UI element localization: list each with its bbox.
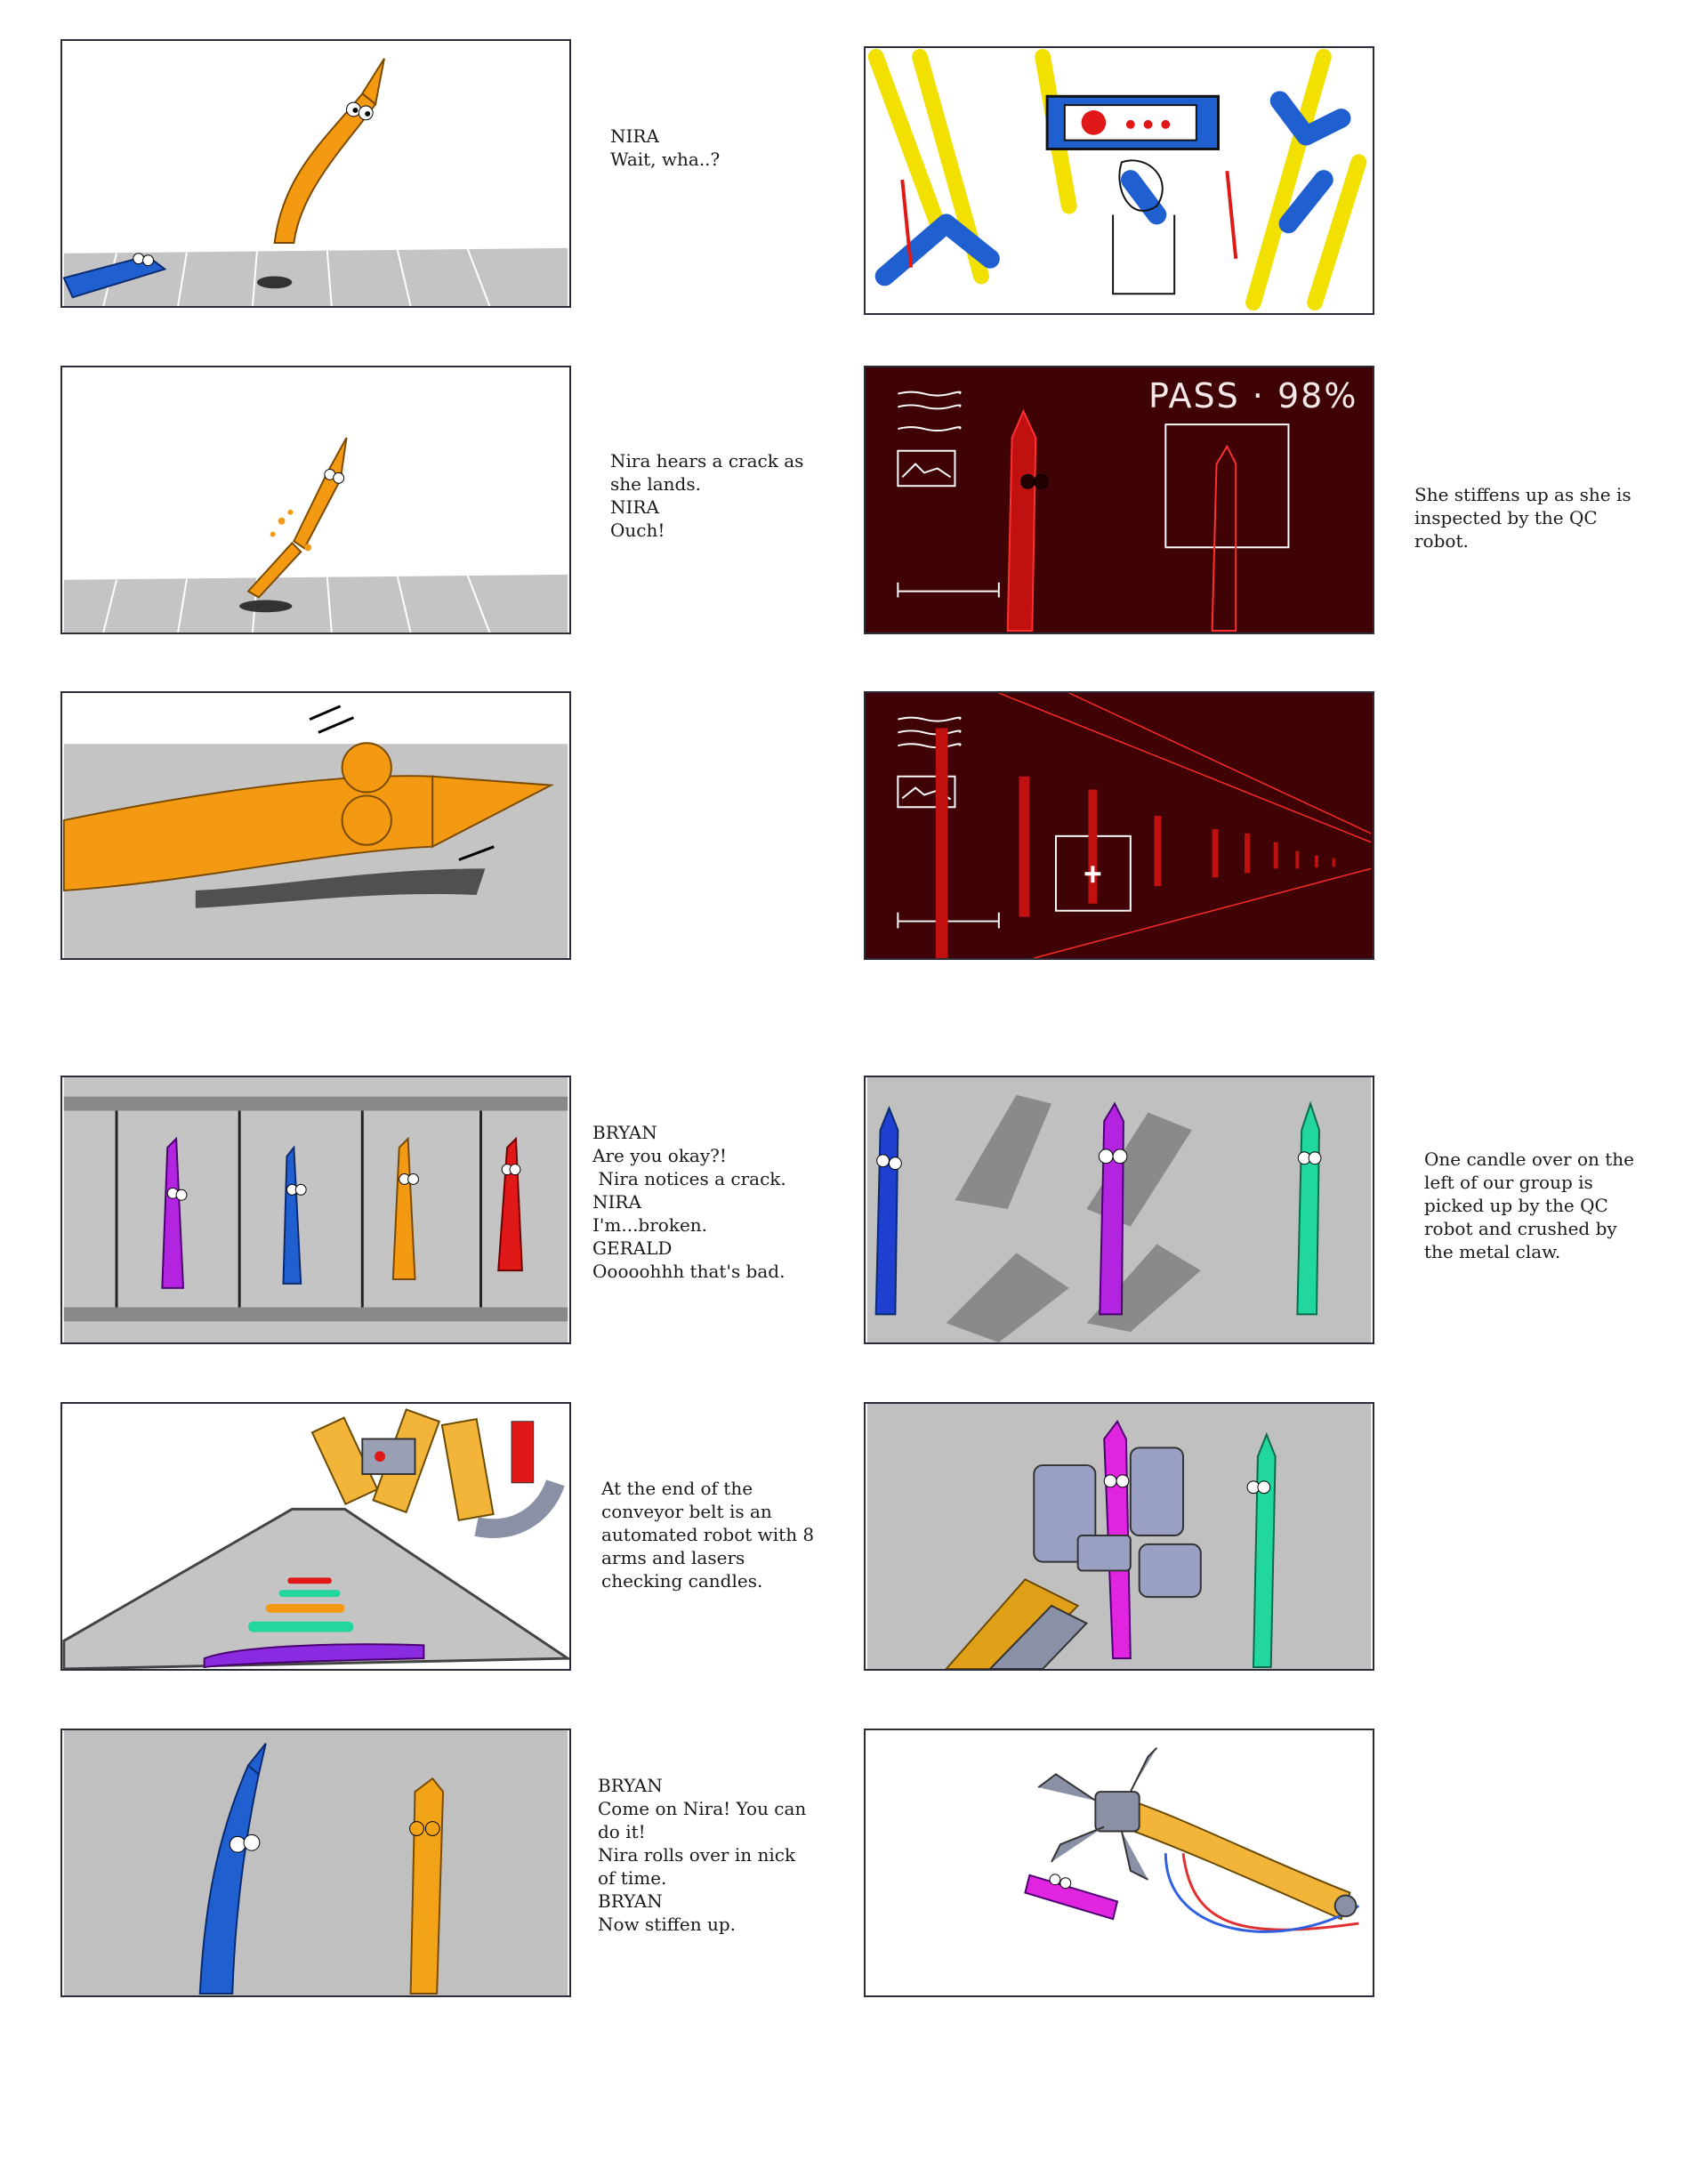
panel-r3-illustration [866,693,1372,958]
panel-r6-illustration [1024,1747,1360,1933]
caption-line: robot and crushed by [1424,1218,1617,1239]
storyboard-panel-r6 [864,1729,1374,1997]
caption-line: NIRA [610,496,659,518]
storyboard-panel-r4 [864,1076,1374,1344]
caption-line: arms and lasers [601,1547,745,1568]
caption-line: of time. [598,1867,667,1889]
caption-line: do it! [598,1821,646,1842]
caption-line: Come on Nira! You can [598,1798,807,1819]
caption-line: NIRA [610,125,659,147]
caption-line: GERALD [592,1237,673,1259]
storyboard-panel-r2: PASS · 98% [864,366,1374,634]
caption-panel-1: NIRA Wait, wha..? [610,125,720,171]
caption-line: Are you okay?! [592,1145,727,1166]
caption-line: Ooooohhh that's bad. [592,1261,786,1282]
caption-line: One candle over on the [1424,1148,1634,1170]
panel-4-illustration [63,1077,568,1342]
storyboard-panel-1 [60,39,571,308]
storyboard-panel-6 [60,1729,571,1997]
panel-1-illustration [62,58,568,306]
storyboard-panel-r3 [864,691,1374,960]
caption-line: I'm...broken. [592,1214,708,1236]
storyboard-panel-r5 [864,1402,1374,1671]
panel-5-illustration [62,1408,569,1669]
caption-line: BRYAN [592,1122,657,1143]
caption-line: conveyor belt is an [601,1501,772,1522]
storyboard-panel-r1 [864,46,1374,315]
storyboard-panel-3 [60,691,571,960]
caption-line: left of our group is [1424,1172,1593,1193]
caption-line: BRYAN [598,1890,663,1912]
caption-line: the metal claw. [1424,1241,1561,1262]
caption-line: At the end of the [601,1478,753,1499]
caption-line: Ouch! [610,520,665,541]
caption-panel-4: BRYAN Are you okay?! Nira notices a crac… [592,1121,786,1283]
panel-r5-illustration [866,1404,1372,1669]
caption-line: robot. [1414,530,1469,552]
caption-line: checking candles. [601,1570,763,1592]
caption-line: Now stiffen up. [598,1914,737,1935]
caption-panel-5: At the end of the conveyor belt is an au… [601,1477,814,1592]
caption-line: NIRA [592,1191,641,1213]
inspection-readout: PASS · 98% [1148,376,1358,415]
caption-line: Wait, wha..? [610,149,721,170]
panel-r1-illustration [867,48,1367,311]
caption-line: Nira notices a crack. [592,1168,786,1189]
caption-line: picked up by the QC [1424,1195,1608,1216]
caption-panel-r4: One candle over on the left of our group… [1424,1148,1634,1263]
caption-panel-6: BRYAN Come on Nira! You can do it! Nira … [598,1774,806,1936]
panel-2-illustration [63,437,568,633]
panel-r2-illustration [866,367,1372,633]
caption-line: inspected by the QC [1414,507,1598,528]
panel-6-illustration [63,1730,568,1995]
caption-panel-r2: She stiffens up as she is inspected by t… [1414,483,1631,552]
caption-line: Nira rolls over in nick [598,1844,796,1866]
caption-line: BRYAN [598,1775,663,1796]
caption-panel-2: Nira hears a crack as she lands. NIRA Ou… [610,449,803,542]
caption-line: automated robot with 8 [601,1524,815,1545]
panel-3-illustration [62,705,568,958]
storyboard-panel-4 [60,1076,571,1344]
storyboard-panel-5 [60,1402,571,1671]
panel-r4-illustration [866,1077,1372,1342]
caption-line: Nira hears a crack as [610,450,804,471]
caption-line: She stiffens up as she is [1414,484,1631,505]
storyboard-panel-2 [60,366,571,634]
caption-line: she lands. [610,473,701,495]
